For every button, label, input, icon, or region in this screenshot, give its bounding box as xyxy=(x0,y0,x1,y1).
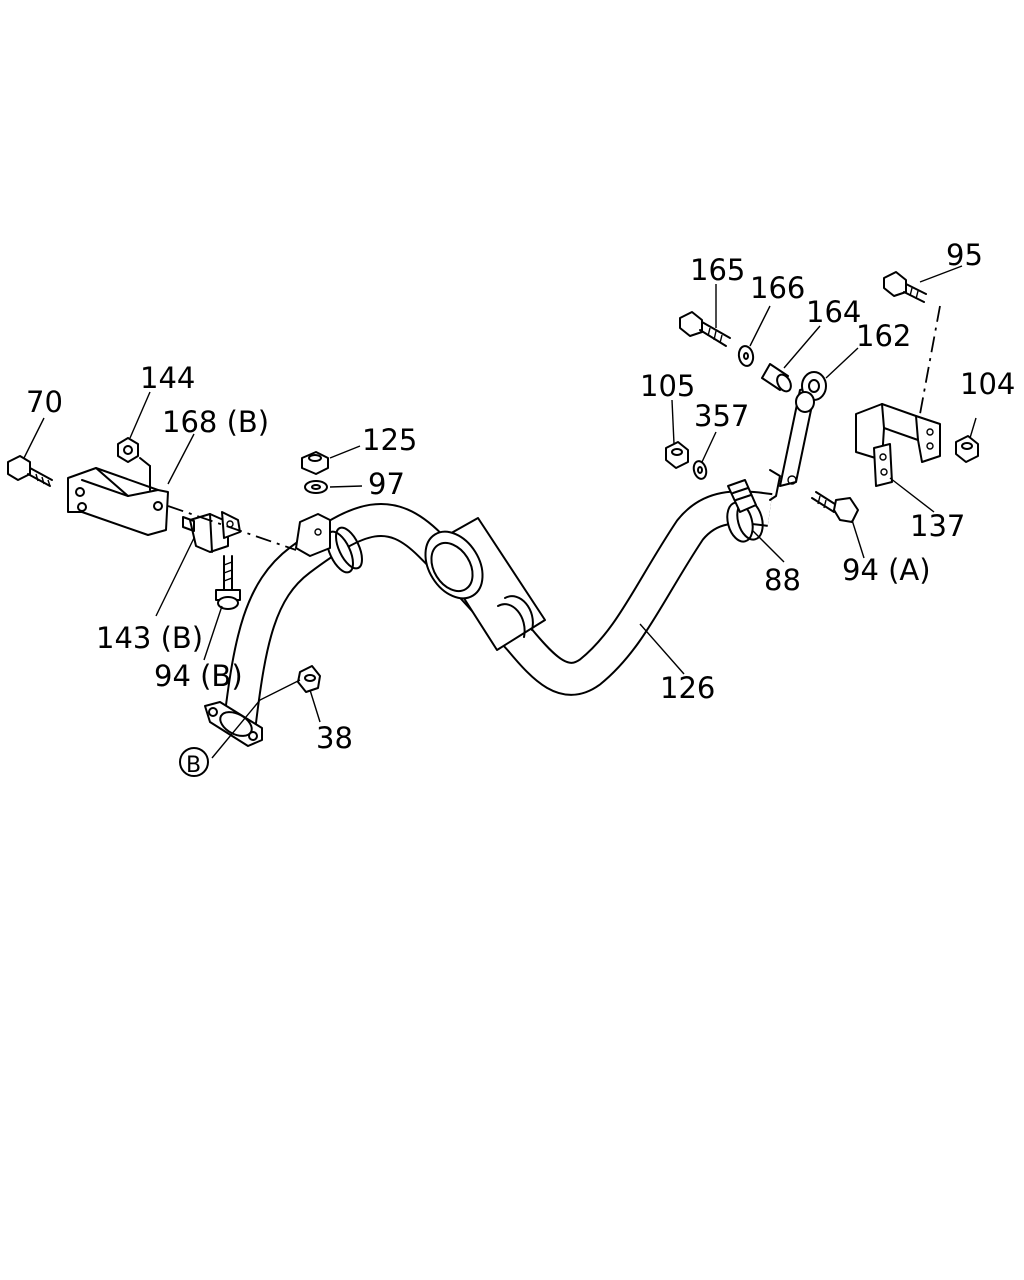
hanger-link-162 xyxy=(769,371,827,501)
callout-144: 144 xyxy=(140,361,195,395)
left-bracket-168b xyxy=(67,457,169,536)
nut-105 xyxy=(665,441,689,469)
nut-104 xyxy=(955,435,979,463)
exhaust-pipe-126 xyxy=(223,490,773,725)
callout-97: 97 xyxy=(368,467,405,501)
callout-162: 162 xyxy=(856,319,911,353)
callout-357: 357 xyxy=(694,399,749,433)
callout-labels: 70 144 168 (B) 143 (B) 94 (B) 125 97 38 … xyxy=(26,238,1015,778)
callout-105: 105 xyxy=(640,369,695,403)
callout-125: 125 xyxy=(362,423,417,457)
bracket-137 xyxy=(855,403,941,487)
washer-357 xyxy=(692,460,708,480)
bolt-94b xyxy=(215,555,241,610)
callout-38: 38 xyxy=(316,721,353,755)
callout-168b: 168 (B) xyxy=(162,405,269,439)
callout-166: 166 xyxy=(750,271,805,305)
mount-143b xyxy=(182,511,241,553)
bolt-95 xyxy=(883,271,927,303)
callout-b-circle xyxy=(179,747,209,777)
inlet-flange xyxy=(204,701,263,747)
callout-164: 164 xyxy=(806,295,861,329)
washer-97 xyxy=(304,480,328,494)
callout-126: 126 xyxy=(660,671,715,705)
nut-144 xyxy=(117,437,139,463)
bolt-94a xyxy=(811,491,859,523)
callout-95: 95 xyxy=(946,238,983,272)
pipe-hanger-bracket xyxy=(295,513,331,557)
callout-88: 88 xyxy=(764,563,801,597)
callout-94a: 94 (A) xyxy=(842,553,931,587)
leader-lines xyxy=(23,265,977,759)
nut-38 xyxy=(297,665,321,693)
catalytic-converter xyxy=(424,517,546,651)
callout-104: 104 xyxy=(960,367,1015,401)
spacer-164 xyxy=(761,363,792,393)
alignment-lines xyxy=(167,305,941,551)
callout-143b: 143 (B) xyxy=(96,621,203,655)
pipe-clamp-ring xyxy=(326,526,363,574)
callout-165: 165 xyxy=(690,253,745,287)
bolt-70 xyxy=(7,455,53,487)
washer-166 xyxy=(737,345,755,367)
callout-137: 137 xyxy=(910,509,965,543)
nut-125 xyxy=(301,451,329,475)
callout-94b: 94 (B) xyxy=(154,659,243,693)
clamp-88 xyxy=(726,479,764,543)
callout-70: 70 xyxy=(26,385,63,419)
callout-b: B xyxy=(186,753,201,778)
bolt-165 xyxy=(679,311,731,347)
